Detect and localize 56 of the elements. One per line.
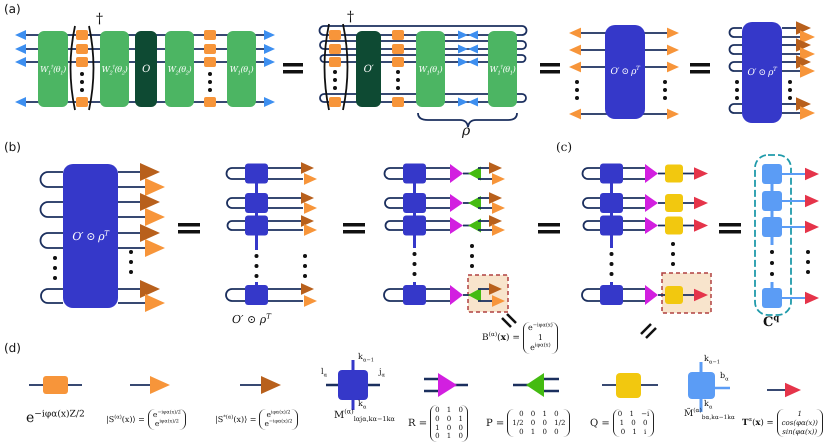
tensor-label: O′ ⊙ ρ$^{T}$ [610, 67, 640, 77]
wire-loop [728, 44, 742, 55]
math-label: k$_{α−1}$ [358, 353, 374, 362]
math-label: P = [486, 418, 504, 429]
tensor-label: O′ ⊙ ρ$^{T}$ [747, 68, 777, 78]
math-label: C$^{q}$ [763, 316, 780, 330]
matrix-row-text: 1 [538, 333, 543, 342]
math-label: j$_{α}$ [379, 368, 385, 377]
tensor-label: W$_{2}$$^{†}$(θ$_{2}$) [102, 64, 128, 74]
tensor-label: O [142, 64, 150, 74]
math-label: R = [408, 418, 428, 429]
math-label: B$^{(α)}$(x) = [482, 333, 520, 343]
tensor-label: W$_{1}$$^{†}$(θ$_{1}$) [490, 64, 516, 74]
math-label: b$_{α}$ [720, 372, 729, 381]
tensor-box [488, 31, 517, 107]
wire-loop [40, 288, 63, 304]
math-label: k$_{α}$ [358, 400, 366, 409]
tensor-box [227, 31, 256, 107]
tensor-label: W$_{1}$(θ$_{1}$) [418, 64, 442, 74]
tensor-box [63, 164, 118, 308]
math-label: O′ ⊙ ρ$^{T}$ [232, 314, 271, 326]
tensor-label: W$_{1}$(θ$_{1}$) [230, 64, 254, 74]
math-label: |S$^{*(α)}$(x)⟩ = [215, 414, 256, 424]
math-label: Q = [590, 418, 610, 429]
matrix-row: e$^{iφα(x)}$ [530, 343, 551, 353]
tensor-box [356, 31, 381, 107]
tensor-box [38, 31, 68, 107]
math-label: T$^{α}$(x) = [742, 418, 774, 428]
panel-label: (a) [4, 3, 21, 16]
math-label: k$_{α−1}$ [704, 355, 720, 364]
tensor-box [100, 31, 129, 107]
matrix-row: e$^{−iφα(x)}$ [528, 323, 553, 333]
tensor-box [135, 31, 157, 107]
wire-loop [40, 201, 63, 218]
tensor-label: W$_{2}$(θ$_{2}$) [168, 64, 192, 74]
math-label: l$_{α}$ [321, 368, 328, 377]
panel-label: (d) [4, 342, 21, 356]
math-label: † [347, 10, 354, 26]
math-label: |S$^{(α)}$(x)⟩ = [106, 414, 145, 424]
wire-loop [728, 61, 742, 72]
tensor-box [416, 31, 445, 107]
tensor-label: O′ ⊙ ρ$^{T}$ [72, 230, 109, 242]
wire-loop [40, 232, 63, 249]
math-label: (c) [556, 141, 572, 154]
tensor-label: O′ [364, 64, 374, 74]
tensor-box [742, 22, 782, 123]
math-label: k$_{α}$ [704, 400, 712, 409]
math-label: ρ [462, 124, 470, 140]
tensor-label: W$_{1}$$^{†}$(θ$_{1}$) [40, 64, 66, 74]
wire-loop [40, 171, 63, 188]
tensor-box [605, 25, 645, 119]
tensor-box [165, 31, 194, 107]
math-label: e$^{−iφα(x)Z/2}$ [26, 411, 85, 426]
panel-label: (b) [4, 141, 21, 154]
wire-loop [728, 27, 742, 38]
math-label: † [96, 12, 103, 28]
